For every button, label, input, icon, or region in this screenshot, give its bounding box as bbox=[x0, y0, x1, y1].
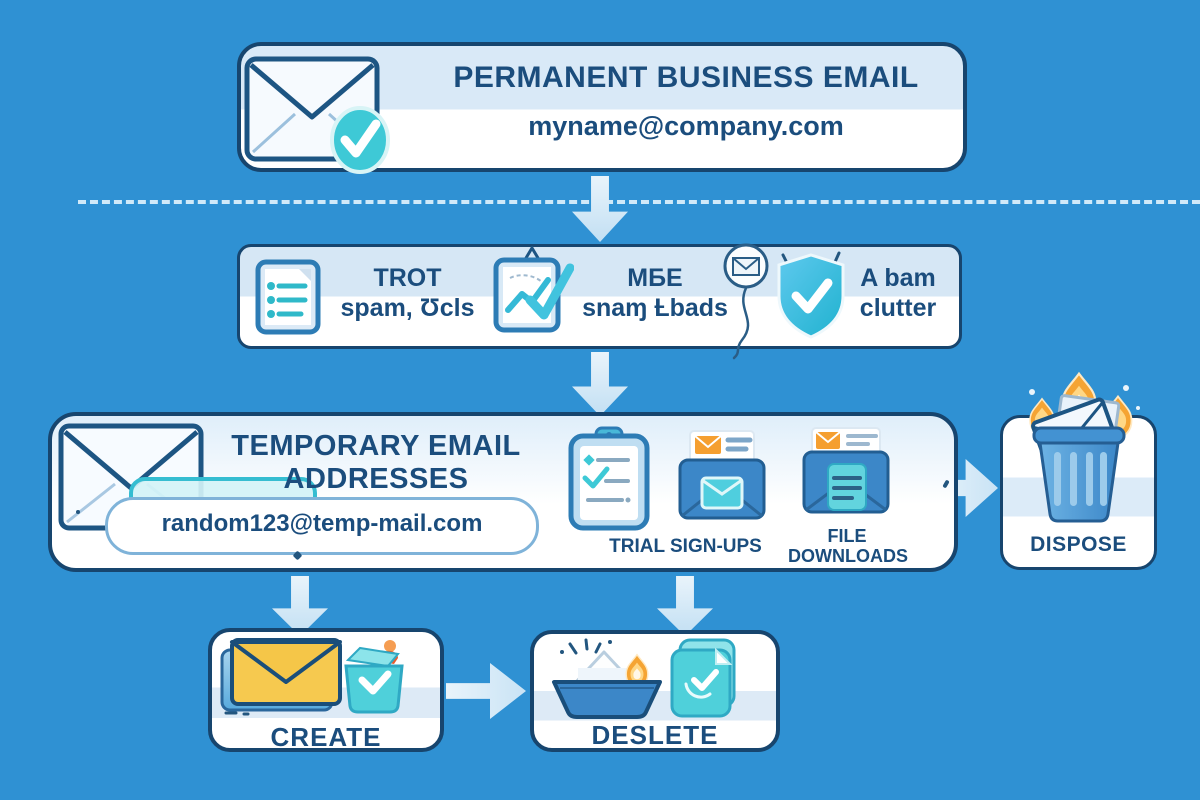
delete-label: DESLETE bbox=[591, 720, 719, 750]
arrow-down-icon bbox=[572, 176, 628, 242]
burning-trash-icon bbox=[1029, 371, 1140, 523]
balloon-envelope-doodle-icon bbox=[723, 243, 769, 360]
temporary-email-title: TEMPORARY EMAIL ADDRESSES bbox=[231, 430, 521, 495]
arrow-down-icon bbox=[272, 576, 328, 636]
trial-signups-label: TRIAL SIGN-UPS bbox=[609, 536, 762, 557]
shield-check-icon bbox=[777, 251, 845, 339]
clipboard-checklist-icon bbox=[568, 426, 650, 531]
permanent-email-text: PERMANENT BUSINESS EMAIL myname@company.… bbox=[421, 59, 951, 142]
dispose-label: DISPOSE bbox=[1030, 533, 1127, 556]
create-envelope-box-icon bbox=[220, 638, 404, 716]
clipboard-list-icon bbox=[255, 259, 321, 335]
envelope-check-icon bbox=[244, 56, 390, 174]
arrow-down-icon bbox=[657, 576, 713, 636]
arrow-down-icon bbox=[572, 352, 628, 416]
create-label: CREATE bbox=[270, 722, 382, 752]
permanent-email-title: PERMANENT BUSINESS EMAIL bbox=[453, 61, 919, 94]
permanent-email-address: myname@company.com bbox=[528, 111, 844, 141]
arrow-right-icon bbox=[446, 663, 526, 719]
benefit-2-text: МБЕ snaɱ Ƚbads bbox=[582, 264, 728, 322]
benefit-1-text: TROT spam, Ʊcls bbox=[340, 264, 475, 322]
dashed-divider bbox=[78, 200, 1200, 204]
decorative-speck bbox=[76, 510, 80, 514]
file-downloads-label: FILE DOWNLOADS bbox=[788, 526, 908, 566]
download-envelope-icon bbox=[802, 427, 890, 514]
clipboard-chart-check-icon bbox=[493, 246, 574, 333]
benefit-3-text: A bam clutter bbox=[859, 264, 937, 322]
burning-bin-folder-icon bbox=[552, 638, 736, 719]
signup-envelope-icon bbox=[678, 430, 766, 520]
temporary-email-address-pill: random123@temp-mail.com bbox=[105, 497, 539, 555]
